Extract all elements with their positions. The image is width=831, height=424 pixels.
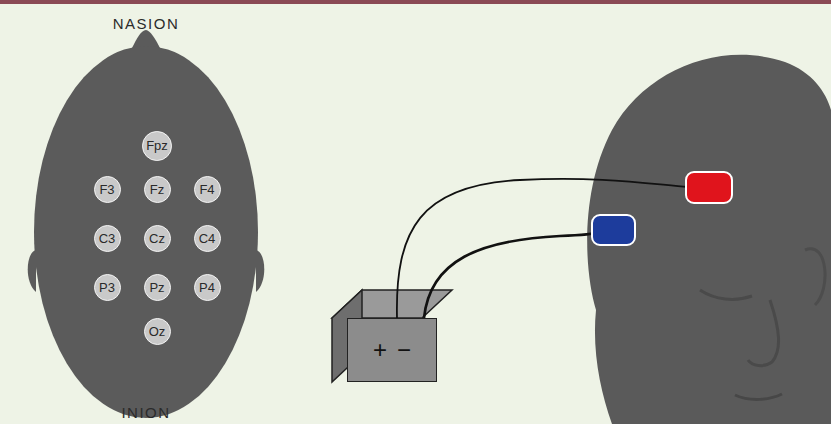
electrode-site: P3 bbox=[94, 274, 121, 301]
battery-box: +− bbox=[347, 318, 437, 382]
electrode-site: C4 bbox=[194, 225, 221, 252]
electrode-label: C3 bbox=[99, 232, 116, 245]
electrode-label: Fz bbox=[150, 183, 164, 196]
head-3d bbox=[587, 55, 831, 424]
cathode-electrode bbox=[592, 215, 635, 245]
anode-electrode bbox=[686, 172, 732, 203]
terminal-sign: + bbox=[373, 338, 387, 362]
landmark-label: INION bbox=[121, 404, 170, 421]
terminal-sign: − bbox=[397, 338, 411, 362]
electrode-label: Fpz bbox=[146, 139, 168, 152]
electrode-site: Pz bbox=[144, 274, 171, 301]
electrode-site: Fz bbox=[144, 176, 171, 203]
electrode-site: C3 bbox=[94, 225, 121, 252]
head-top-view bbox=[28, 30, 265, 418]
electrode-label: F4 bbox=[199, 183, 214, 196]
landmark-label: NASION bbox=[113, 15, 180, 32]
electrode-site: Oz bbox=[144, 318, 171, 345]
electrode-label: Pz bbox=[149, 281, 164, 294]
battery-body bbox=[332, 290, 452, 382]
electrode-site: P4 bbox=[194, 274, 221, 301]
electrode-label: Oz bbox=[149, 325, 166, 338]
electrode-label: C4 bbox=[199, 232, 216, 245]
electrode-site: Cz bbox=[144, 225, 171, 252]
electrode-label: Cz bbox=[149, 232, 165, 245]
anode-wire bbox=[397, 179, 688, 318]
electrode-site: F3 bbox=[94, 176, 121, 203]
electrode-site: Fpz bbox=[142, 131, 172, 161]
electrode-site: F4 bbox=[194, 176, 221, 203]
electrode-label: P3 bbox=[99, 281, 115, 294]
top-rule bbox=[0, 0, 831, 4]
electrode-label: F3 bbox=[99, 183, 114, 196]
cathode-wire bbox=[424, 232, 600, 318]
electrode-label: P4 bbox=[199, 281, 215, 294]
